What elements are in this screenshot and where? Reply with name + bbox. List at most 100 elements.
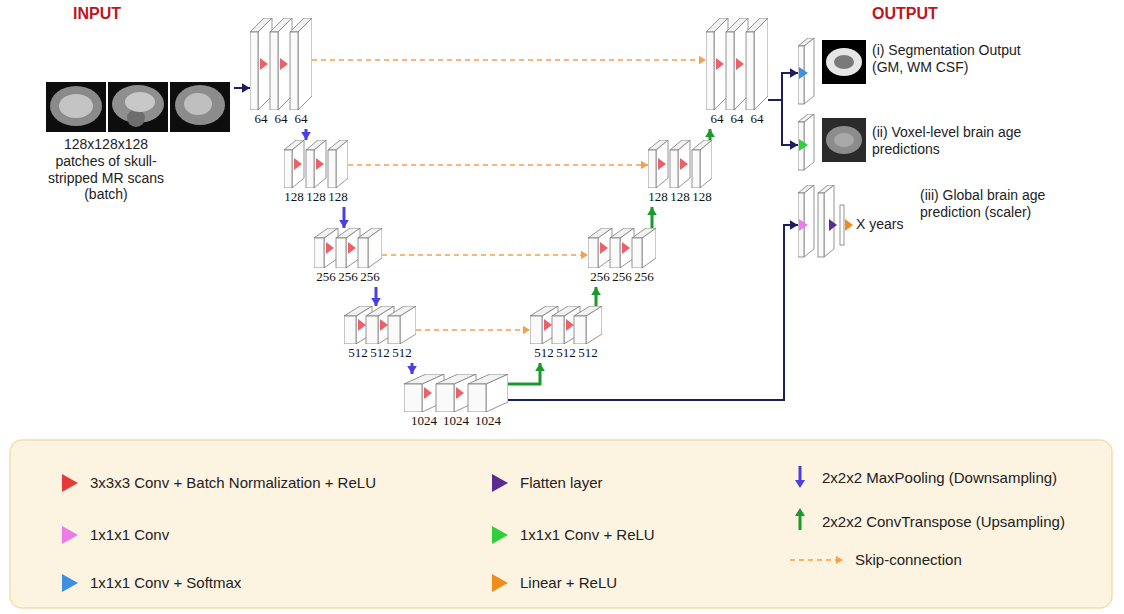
node-text: (i) Segmentation Output (GM, WM CSF): [872, 42, 1038, 76]
feature-map-slab: [298, 18, 312, 110]
feature-map-slab: [388, 306, 416, 316]
legend-text: 2x2x2 ConvTranspose (Upsampling): [822, 513, 1065, 530]
feature-map-slab: [336, 238, 346, 268]
conv-block: 512512512: [530, 306, 602, 363]
arrowhead: [699, 56, 706, 64]
brain-shape: [59, 94, 93, 118]
node-text: (iii) Global brain age prediction (scale…: [920, 187, 1096, 221]
channel-count: 64: [737, 111, 777, 127]
feature-map-slab: [574, 306, 602, 316]
output-slab: [798, 185, 814, 193]
connector-arrow: [768, 100, 798, 150]
conv-triangle: [424, 387, 432, 399]
skip-arrow-sample: [790, 559, 836, 561]
conv-block: 256256256: [314, 228, 382, 287]
conv-block-slabs: [314, 228, 382, 268]
mri-slices: [46, 82, 230, 132]
legend-triangle: [492, 574, 508, 592]
connector-arrow: [647, 207, 657, 228]
feature-map-slab: [290, 18, 312, 32]
feature-map-slab: [530, 316, 542, 344]
feature-map-slab: [632, 228, 656, 238]
feature-map-slab: [358, 228, 382, 238]
connector-line: [312, 59, 706, 60]
feature-map-slab: [588, 238, 598, 268]
conv-triangle: [566, 319, 574, 331]
channel-count: 64: [281, 111, 321, 127]
legend-swatch: [490, 573, 510, 593]
legend-triangle: [62, 474, 78, 492]
conv-block-slabs: [588, 228, 656, 268]
conv-block: 128128128: [648, 140, 712, 207]
legend-text: 1x1x1 Conv: [90, 526, 169, 543]
feature-map-slab: [746, 18, 768, 32]
feature-map-slab: [314, 238, 324, 268]
feature-map-slab: [284, 150, 292, 188]
conv-block-slabs: [250, 18, 312, 110]
arrowhead: [523, 326, 530, 334]
feature-map-slab: [336, 228, 360, 238]
connector-arrow: [705, 129, 715, 140]
conv-block-slabs: [344, 306, 416, 344]
legend-text: Skip-connection: [855, 551, 962, 568]
feature-map-slab: [574, 316, 586, 344]
arrowhead: [371, 298, 381, 306]
feature-map-slab: [726, 32, 734, 110]
arrowhead: [407, 366, 417, 374]
arrowhead: [301, 132, 311, 140]
conv-triangle: [280, 58, 288, 70]
conv-triangle: [380, 319, 388, 331]
legend-swatch: [490, 473, 510, 493]
flatten-triangle: [829, 219, 837, 231]
arrowhead: [339, 220, 349, 228]
arrowhead: [581, 251, 588, 259]
legend-text: 3x3x3 Conv + Batch Normalization + ReLU: [90, 474, 376, 491]
connector-line: [508, 225, 798, 400]
section-heading: OUTPUT: [872, 5, 938, 23]
conv-triangle: [680, 158, 688, 170]
brain-shape: [834, 133, 854, 147]
feature-map-slab: [250, 18, 272, 32]
channel-count: 256: [624, 269, 664, 285]
layer-triangle: [799, 67, 808, 79]
feature-map-slab: [290, 32, 298, 110]
feature-map-slab: [306, 140, 326, 150]
feature-map-slab: [706, 32, 714, 110]
legend-swatch: [490, 525, 510, 545]
channel-count: 1024: [404, 413, 444, 429]
node-text: (ii) Voxel-level brain age predictions: [872, 124, 1038, 158]
mri-slice: [46, 82, 106, 132]
connector-arrow: [416, 326, 530, 334]
connector-line: [382, 254, 588, 255]
skip-arrow-sample: [836, 556, 843, 564]
legend-triangle: [62, 574, 78, 592]
brain-shape: [175, 85, 225, 125]
feature-map-slab: [358, 238, 368, 268]
brain-shape: [50, 86, 102, 126]
connector-arrow: [508, 363, 545, 384]
conv-triangle: [544, 319, 552, 331]
conv-triangle: [622, 242, 630, 254]
feature-map-slab: [588, 228, 612, 238]
legend-swatch: [60, 525, 80, 545]
legend-triangle: [492, 526, 508, 544]
mri-slice: [108, 82, 168, 132]
channel-count: 128: [682, 189, 722, 205]
connector-arrow: [591, 287, 601, 306]
feature-map-slab: [314, 228, 338, 238]
brain-shape: [834, 55, 854, 69]
output-head: (ii) Voxel-level brain age predictions: [798, 114, 1038, 176]
segmentation-image: [822, 40, 866, 84]
feature-map-slab: [754, 18, 768, 110]
connector-arrow: [234, 83, 250, 93]
brain-shape: [184, 93, 212, 115]
feature-map-slab: [468, 374, 508, 384]
connector-arrow: [339, 207, 349, 228]
feature-map-slab: [436, 384, 454, 412]
age-map-image: [822, 118, 866, 162]
channel-count: 256: [350, 269, 390, 285]
feature-map-slab: [468, 384, 486, 412]
legend-text: Linear + ReLU: [520, 574, 617, 591]
feature-map-slab: [250, 32, 258, 110]
conv-triangle: [358, 319, 366, 331]
